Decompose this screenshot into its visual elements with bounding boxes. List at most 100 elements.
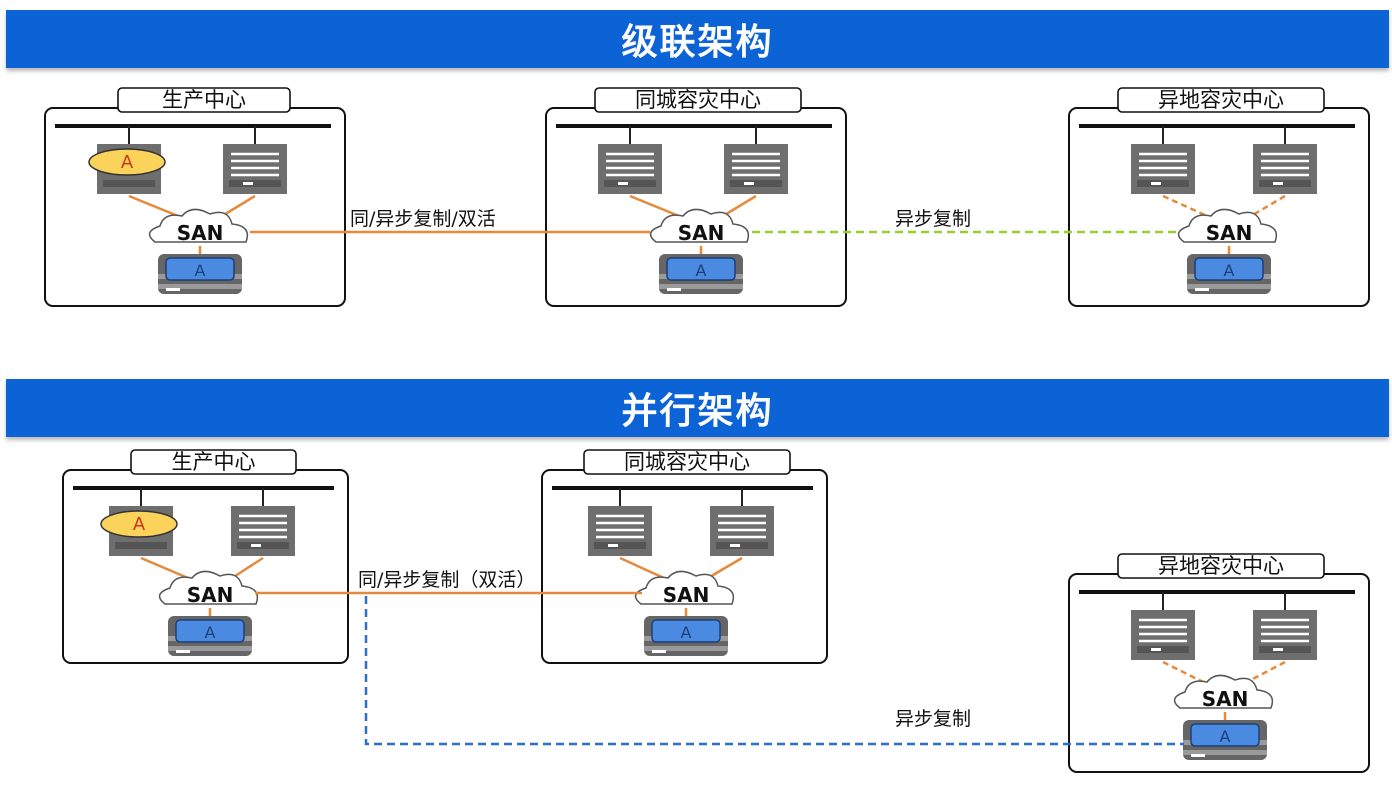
san-cloud-icon-cascade-same-city: SAN [649, 208, 750, 245]
san-label: SAN [678, 221, 725, 245]
server-icon-parallel-remote-1 [1131, 610, 1195, 660]
server-icon-cascade-same-city-2 [724, 144, 788, 194]
center-label-box [1117, 87, 1325, 113]
parallel-title-text: 并行架构 [621, 391, 774, 432]
server-icon-cascade-remote-1 [1131, 144, 1195, 194]
server-base [1259, 180, 1311, 187]
storage-led [652, 650, 666, 653]
server-icon-parallel-same-city-1 [588, 506, 652, 556]
server-san-link [1246, 660, 1286, 684]
server-san-link [1162, 194, 1208, 218]
server-led [1151, 648, 1161, 651]
server-base [229, 180, 281, 187]
san-cloud-icon-parallel-production: SAN [158, 570, 259, 607]
cloud-shape [634, 570, 735, 605]
cloud-shape [649, 208, 750, 243]
center-label-box [1117, 553, 1325, 579]
storage-volume [1190, 723, 1260, 747]
centers-layer: 生产中心ASANA同城容灾中心SANA异地容灾中心SANA生产中心ASANA同城… [44, 87, 1370, 773]
app-server-icon-parallel-production-1: A [100, 506, 178, 556]
parallel-architecture-title: 并行架构 [6, 379, 1389, 437]
center-label: 异地容灾中心 [1158, 554, 1284, 578]
storage-array-icon-cascade-production: A [158, 254, 242, 294]
storage-led [667, 288, 681, 291]
cloud-shape [148, 208, 249, 243]
server-base [115, 542, 167, 549]
server-san-link [722, 194, 757, 218]
cloud-shape [1177, 208, 1278, 243]
server-led [608, 544, 618, 547]
center-label-box [594, 87, 802, 113]
server-san-link [619, 556, 665, 580]
storage-band [1183, 750, 1267, 755]
server-san-link [231, 556, 264, 580]
volume-label: A [696, 261, 707, 280]
links-layer: 同/异步复制/双活异步复制同/异步复制（双活）异步复制 [250, 208, 1184, 746]
server-led [1273, 182, 1283, 185]
server-icon-parallel-production-2 [231, 506, 295, 556]
center-parallel-production: 生产中心 A SAN A [62, 449, 349, 664]
server-led [243, 182, 253, 185]
center-label-box [117, 87, 291, 113]
app-server-icon-cascade-production-1: A [88, 144, 166, 194]
storage-volume [1194, 257, 1264, 281]
san-label: SAN [187, 583, 234, 607]
san-cloud-icon-cascade-remote: SAN [1177, 208, 1278, 245]
server-icon-cascade-production-2 [223, 144, 287, 194]
storage-volume [666, 257, 736, 281]
app-label: A [121, 152, 134, 173]
server-base [237, 542, 289, 549]
center-label: 生产中心 [172, 450, 256, 474]
storage-array-icon-parallel-production: A [168, 616, 252, 656]
server-icon-cascade-remote-2 [1253, 144, 1317, 194]
san-cloud-icon-parallel-remote: SAN [1173, 674, 1274, 711]
server-led [618, 182, 628, 185]
center-cascade-same-city: 同城容灾中心 SAN A [545, 87, 847, 307]
server-san-link [140, 556, 189, 580]
san-cloud-icon-cascade-production: SAN [148, 208, 249, 245]
cascade-async-label: 异步复制 [895, 208, 971, 230]
storage-volume [175, 619, 245, 643]
storage-volume [651, 619, 721, 643]
parallel-async-label: 异步复制 [895, 708, 971, 730]
app-label: A [133, 514, 146, 535]
volume-label: A [195, 261, 206, 280]
server-base [730, 180, 782, 187]
server-san-link [1162, 660, 1204, 684]
server-san-link [707, 556, 743, 580]
server-icon-parallel-same-city-2 [710, 506, 774, 556]
storage-led [1191, 754, 1205, 757]
san-label: SAN [663, 583, 710, 607]
storage-band [158, 284, 242, 289]
server-base [1259, 646, 1311, 653]
volume-label: A [1224, 261, 1235, 280]
storage-band [168, 646, 252, 651]
storage-led [166, 288, 180, 291]
server-led [251, 544, 261, 547]
storage-volume [165, 257, 235, 281]
server-icon-parallel-remote-2 [1253, 610, 1317, 660]
app-highlight-ellipse [88, 148, 166, 176]
storage-array-icon-cascade-same-city: A [659, 254, 743, 294]
server-san-link [629, 194, 680, 218]
server-base [594, 542, 646, 549]
server-led [1273, 648, 1283, 651]
server-base [716, 542, 768, 549]
storage-band [1187, 284, 1271, 289]
server-san-link [1250, 194, 1286, 218]
server-base [103, 180, 155, 187]
storage-band [659, 284, 743, 289]
server-san-link [128, 194, 179, 218]
server-led [730, 544, 740, 547]
center-label: 同城容灾中心 [624, 450, 750, 474]
server-icon-cascade-same-city-1 [598, 144, 662, 194]
storage-band [644, 646, 728, 651]
center-label: 同城容灾中心 [635, 88, 761, 112]
cloud-shape [158, 570, 259, 605]
cascade-title-text: 级联架构 [621, 22, 774, 63]
storage-led [176, 650, 190, 653]
